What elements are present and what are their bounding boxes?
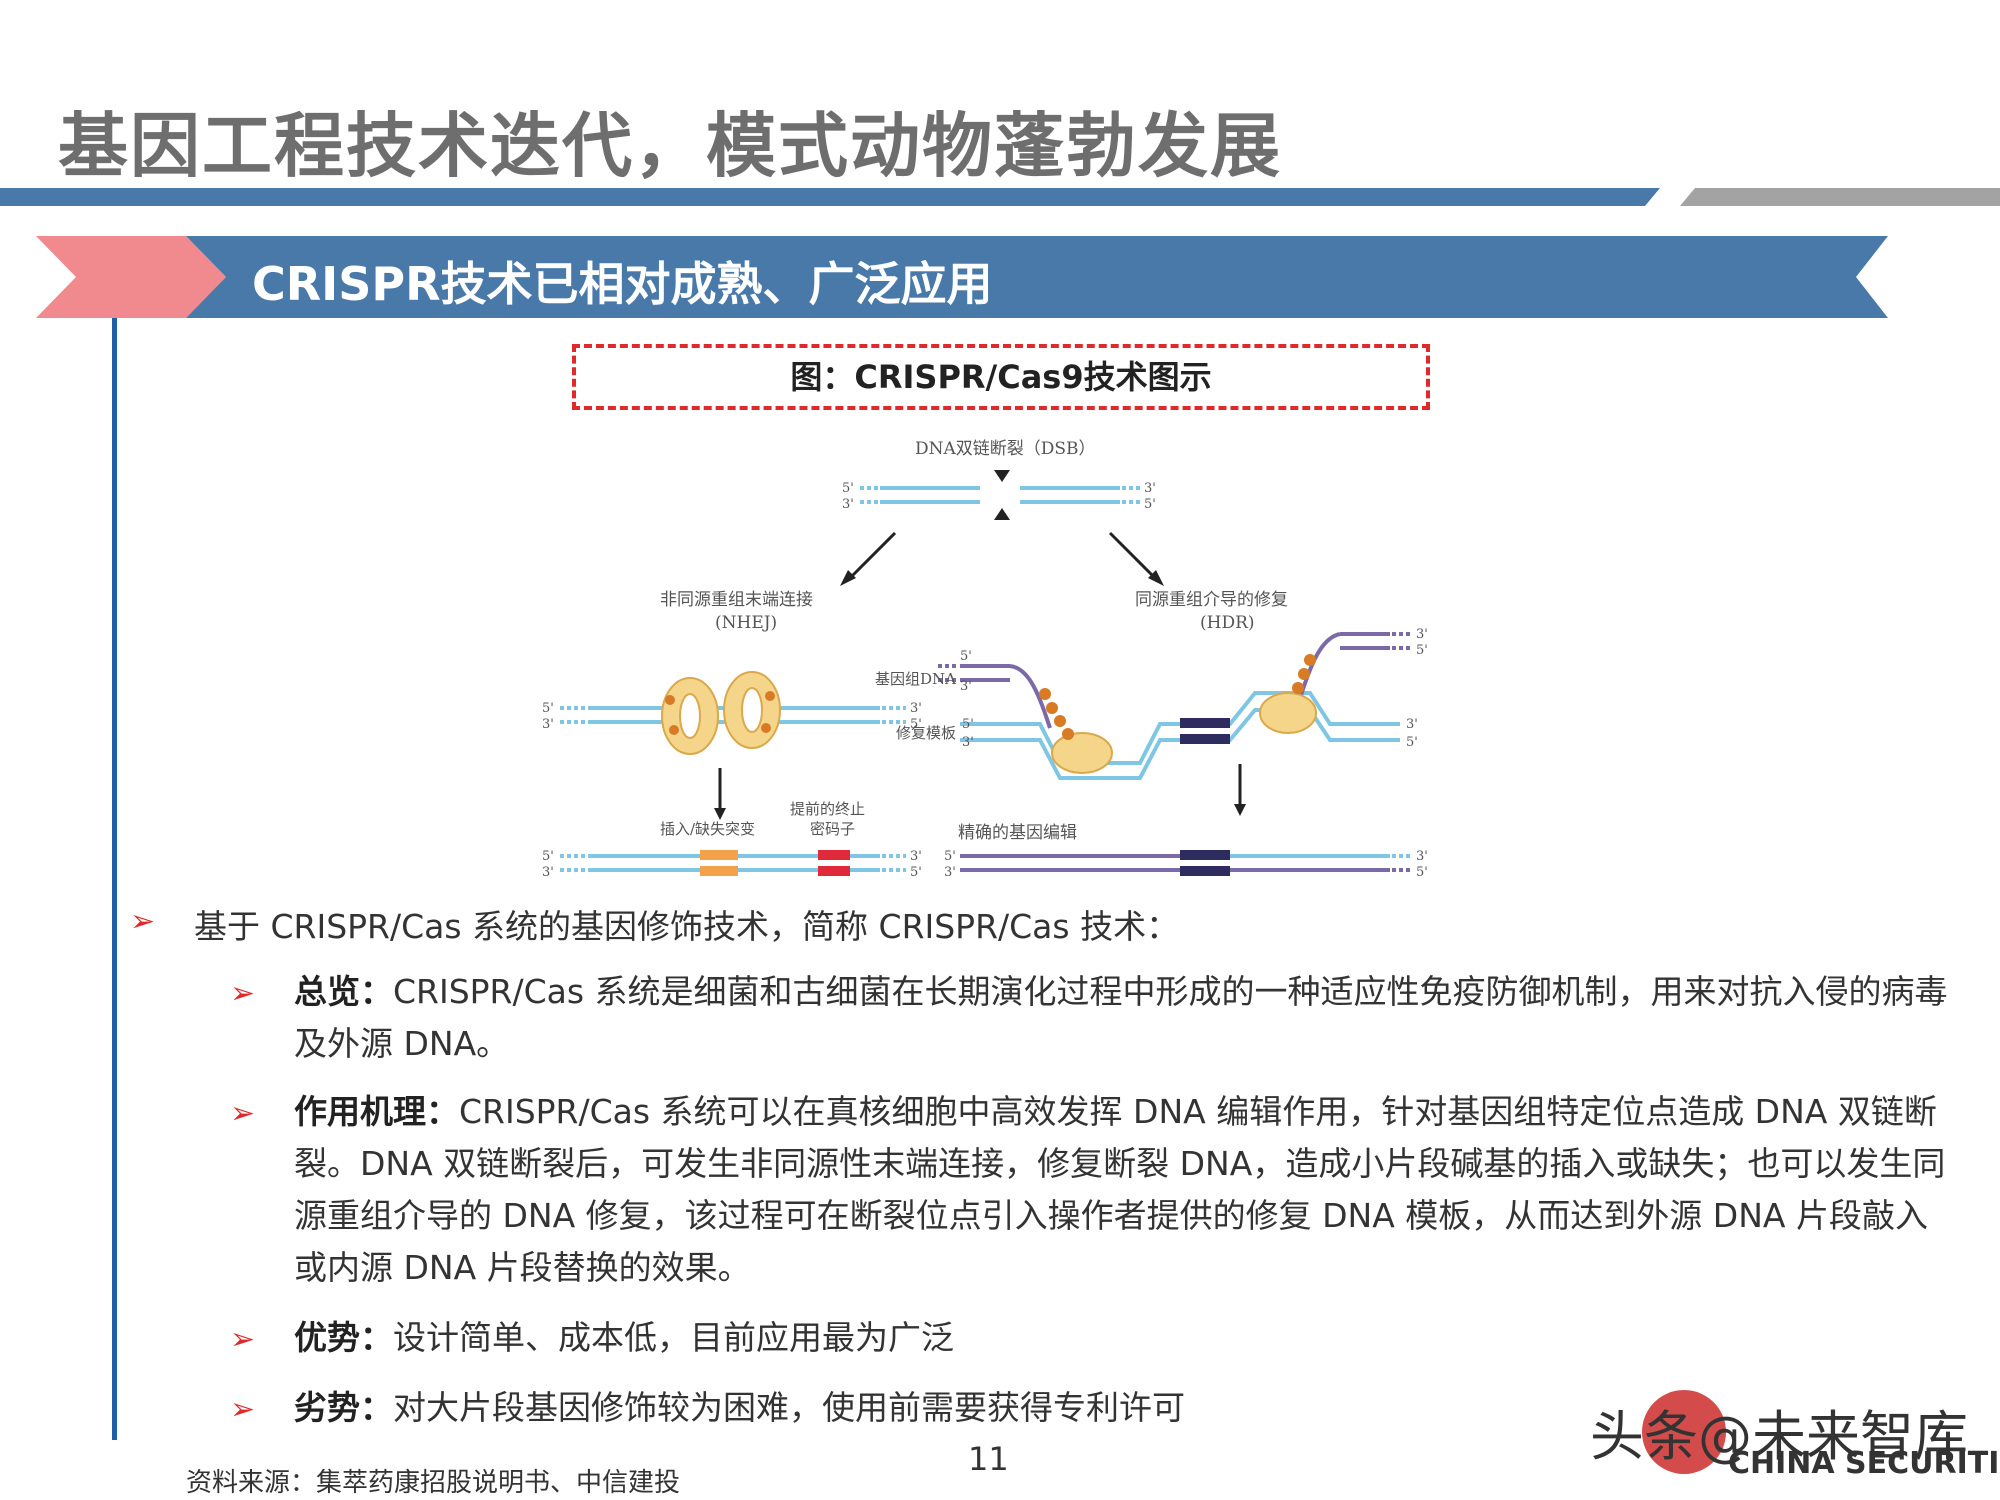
arrow-bullet-icon: ➢: [230, 1096, 256, 1131]
watermark: 头条@未来智库: [1590, 1405, 1968, 1468]
label-5prime: 5': [910, 717, 922, 732]
left-vertical-rule: [112, 318, 117, 1440]
bullet-mechanism-label: 作用机理：: [294, 1092, 459, 1131]
bullet-mechanism: ➢ 作用机理：CRISPR/Cas 系统可以在真核细胞中高效发挥 DNA 编辑作…: [230, 1086, 1960, 1294]
arrow-bullet-icon: ➢: [230, 1392, 256, 1427]
label-5prime: 5': [1144, 497, 1156, 512]
hdr-protein-right: [1259, 692, 1317, 734]
label-3prime: 3': [1416, 627, 1428, 642]
hdr-protein-left: [1051, 732, 1113, 774]
bullet-overview: ➢ 总览：CRISPR/Cas 系统是细菌和古细菌在长期演化过程中形成的一种适应…: [230, 966, 1960, 1070]
label-stop-codon-2: 密码子: [810, 820, 855, 838]
bullet-advantage-text: 设计简单、成本低，目前应用最为广泛: [393, 1318, 954, 1357]
label-5prime: 5': [944, 849, 956, 864]
figure-title: 图：CRISPR/Cas9技术图示: [790, 358, 1212, 396]
page-title: 基因工程技术迭代，模式动物蓬勃发展: [58, 105, 1282, 187]
label-5prime: 5': [1406, 735, 1418, 750]
label-3prime: 3': [944, 865, 956, 880]
bullet-disadvantage-text: 对大片段基因修饰较为困难，使用前需要获得专利许可: [393, 1388, 1185, 1427]
crispr-diagram: DNA双链断裂（DSB） 非同源重组末端连接 (NHEJ) 同源重组介导的修复 …: [542, 439, 1428, 880]
brand-name: CHINA SECURITIES: [1728, 1446, 2000, 1481]
label-stop-codon-1: 提前的终止: [790, 800, 865, 818]
ku-protein-left: [661, 677, 719, 755]
section-banner: [36, 236, 1888, 318]
bullet-advantage-label: 优势：: [294, 1318, 393, 1357]
label-3prime: 3': [1144, 481, 1156, 496]
label-dsb: DNA双链断裂（DSB）: [915, 439, 1096, 459]
bullet-mechanism-text: CRISPR/Cas 系统可以在真核细胞中高效发挥 DNA 编辑作用，针对基因组…: [294, 1092, 1946, 1287]
bullet-disadvantage-label: 劣势：: [294, 1388, 393, 1427]
label-3prime: 3': [1406, 717, 1418, 732]
bullet-main: ➢ 基于 CRISPR/Cas 系统的基因修饰技术，简称 CRISPR/Cas …: [130, 900, 1179, 948]
label-3prime: 3': [910, 849, 922, 864]
label-3prime: 3': [1416, 849, 1428, 864]
dsb-strands: [860, 486, 1140, 504]
label-3prime: 3': [960, 679, 972, 694]
arrow-bullet-icon: ➢: [130, 904, 156, 939]
label-indel: 插入/缺失突变: [660, 820, 755, 838]
label-precise-edit: 精确的基因编辑: [958, 823, 1077, 843]
source-note: 资料来源：集萃药康招股说明书、中信建投: [186, 1468, 681, 1498]
bullet-disadvantage: ➢ 劣势：对大片段基因修饰较为困难，使用前需要获得专利许可: [230, 1382, 1960, 1434]
label-nhej-en: (NHEJ): [715, 613, 777, 633]
page-number: 11: [968, 1440, 1009, 1478]
seal-logo-icon: [1642, 1390, 1726, 1474]
section-banner-title: CRISPR技术已相对成熟、广泛应用: [252, 257, 993, 311]
label-hdr-en: (HDR): [1200, 613, 1255, 633]
label-3prime: 3': [962, 735, 974, 750]
label-5prime: 5': [1416, 643, 1428, 658]
label-5prime: 5': [1416, 865, 1428, 880]
label-5prime: 5': [910, 865, 922, 880]
label-5prime: 5': [962, 717, 974, 732]
bullet-advantage: ➢ 优势：设计简单、成本低，目前应用最为广泛: [230, 1312, 1960, 1364]
bullet-overview-label: 总览：: [294, 972, 393, 1011]
label-3prime: 3': [842, 497, 854, 512]
label-nhej-cn: 非同源重组末端连接: [660, 590, 813, 610]
arrow-bullet-icon: ➢: [230, 976, 256, 1011]
label-5prime: 5': [960, 649, 972, 664]
ku-protein-right: [723, 671, 781, 749]
label-repair-template: 修复模板: [896, 724, 956, 742]
figure-title-frame: [572, 344, 1430, 410]
label-3prime: 3': [910, 701, 922, 716]
label-5prime: 5': [542, 849, 554, 864]
title-underline-gray: [1680, 188, 2000, 206]
title-underline-blue: [0, 188, 1660, 206]
bullet-main-text: 基于 CRISPR/Cas 系统的基因修饰技术，简称 CRISPR/Cas 技术…: [194, 907, 1180, 946]
label-5prime: 5': [542, 701, 554, 716]
bullet-overview-text: CRISPR/Cas 系统是细菌和古细菌在长期演化过程中形成的一种适应性免疫防御…: [294, 972, 1948, 1063]
label-hdr-cn: 同源重组介导的修复: [1135, 590, 1288, 610]
label-3prime: 3': [542, 865, 554, 880]
label-3prime: 3': [542, 717, 554, 732]
label-5prime: 5': [842, 481, 854, 496]
label-genome-dna: 基因组DNA: [875, 670, 956, 688]
arrow-bullet-icon: ➢: [230, 1322, 256, 1357]
